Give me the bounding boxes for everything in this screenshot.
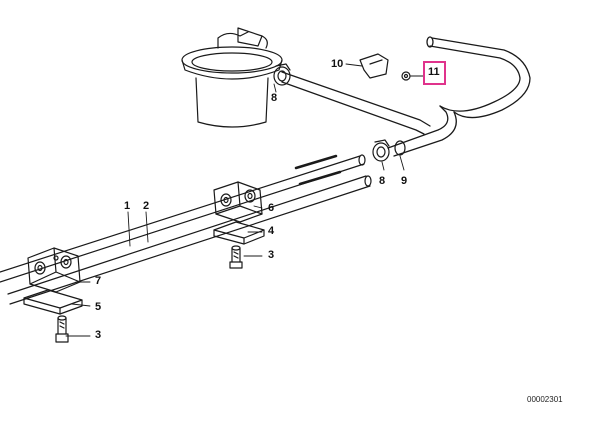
callout-1: 1 [124,200,131,212]
hose-9 [281,36,531,157]
pipe-holder-7 [27,247,81,293]
callout-8-upper: 8 [271,92,278,104]
bolt-3-lower [55,315,69,343]
nut-11 [401,71,411,81]
bolt-3-upper [229,245,243,269]
callout-10: 10 [331,58,344,70]
hose-clamp-8-lower [372,139,390,162]
pipe-holder-6 [213,181,263,223]
bracket-10 [359,53,389,79]
highlight-box [423,61,446,85]
bracket-5 [23,289,83,315]
fuel-pipes [0,154,372,305]
callout-3-upper: 3 [268,249,275,261]
callout-5: 5 [95,301,102,313]
callout-4: 4 [268,225,275,237]
callout-2: 2 [143,200,150,212]
leader-lines [65,63,425,337]
hose-clamp-8-upper [273,63,291,86]
callout-8-lower: 8 [379,175,386,187]
hose-end-9 [394,140,406,156]
callout-3-lower: 3 [95,329,102,341]
callout-11: 11 [428,66,440,78]
callout-9: 9 [401,175,408,187]
fuel-filter-housing [181,27,283,128]
bracket-4 [213,221,265,245]
document-number: 00002301 [527,395,563,404]
callout-7: 7 [95,275,102,287]
callout-6: 6 [268,202,275,214]
